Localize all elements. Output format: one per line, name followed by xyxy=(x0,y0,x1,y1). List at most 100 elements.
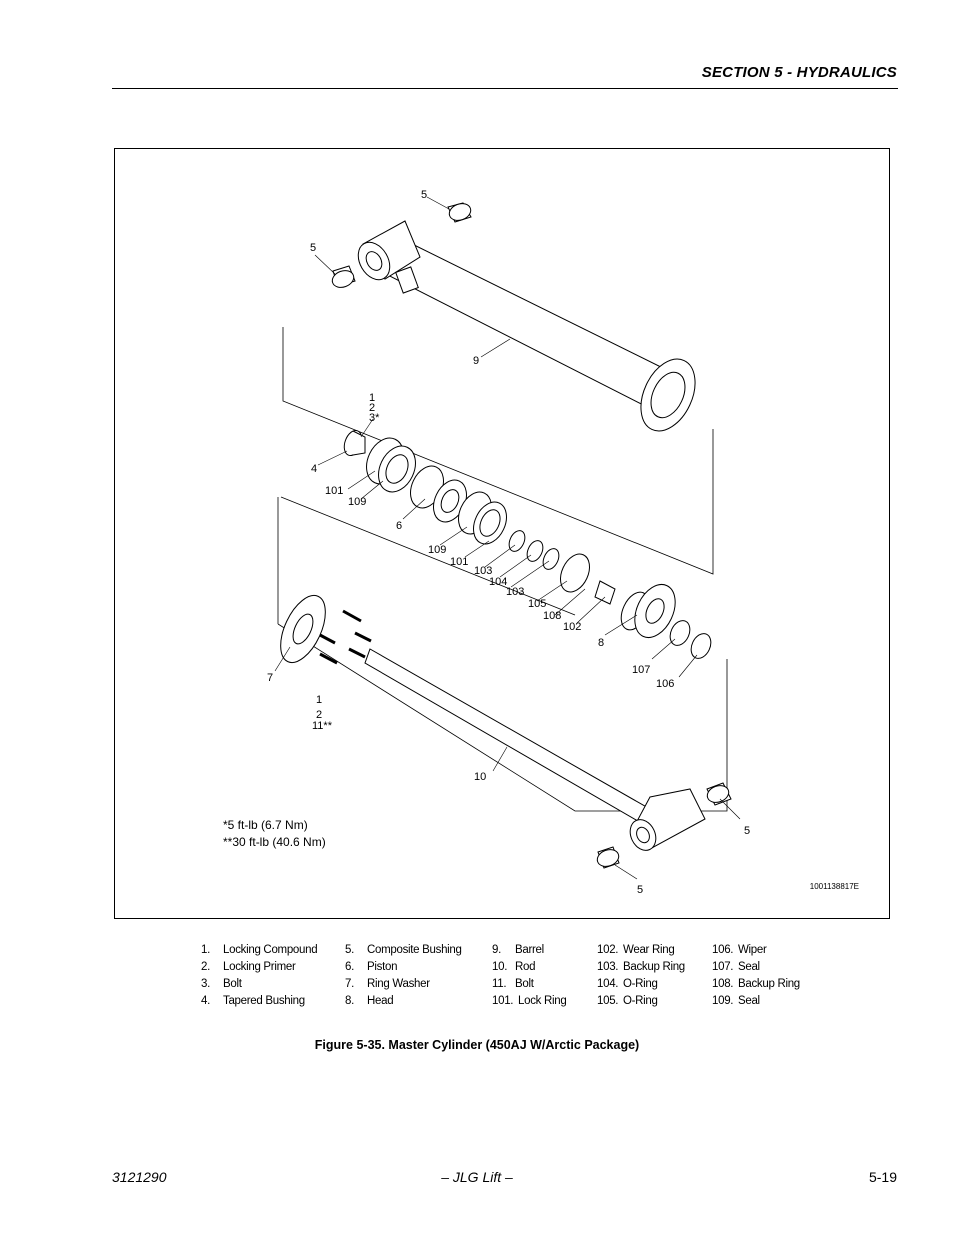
legend-column-5: 106.Wiper 107.Seal 108.Backup Ring 109.S… xyxy=(712,944,800,1012)
callout-1-a: 1 xyxy=(369,392,375,404)
callout-1-b: 1 xyxy=(316,694,322,706)
legend-item: 1.Locking Compound xyxy=(201,944,318,961)
callout-103-b: 103 xyxy=(506,586,524,598)
legend-column-1: 1.Locking Compound 2.Locking Primer 3.Bo… xyxy=(201,944,318,1012)
ring-washer-illustration xyxy=(280,594,326,664)
legend-num: 5. xyxy=(345,944,354,956)
legend-label: Wiper xyxy=(738,944,767,956)
figure-caption: Figure 5-35. Master Cylinder (450AJ W/Ar… xyxy=(314,1038,640,1052)
rod-illustration xyxy=(364,648,706,851)
legend-label: Rod xyxy=(515,961,536,973)
bushing-top-1 xyxy=(447,202,472,223)
legend-label: Bolt xyxy=(515,978,534,990)
legend-item: 4. Tapered Bushing xyxy=(201,995,317,1012)
legend-item: 106. Wiper xyxy=(712,944,800,961)
legend-label: Wear Ring xyxy=(623,944,675,956)
lock-ring-illustration xyxy=(366,437,416,493)
legend-num: 109. xyxy=(712,995,734,1007)
legend-label: Tapered Bushing xyxy=(223,995,305,1007)
callout-106: 106 xyxy=(656,678,674,690)
callout-5-c: 5 xyxy=(744,825,750,837)
legend-item: 7.Ring Washer xyxy=(345,978,462,995)
seal-107-illustration xyxy=(669,620,691,646)
bushing-top-2 xyxy=(331,265,356,288)
legend-num: 8. xyxy=(345,995,354,1007)
callout-2-a: 2 xyxy=(369,402,375,414)
legend-label: O-Ring xyxy=(623,995,658,1007)
legend-label: Backup Ring xyxy=(738,978,800,990)
legend-num: 4. xyxy=(201,995,210,1007)
footer-page-number: 5-19 xyxy=(868,1169,897,1185)
section-title: SECTION 5 - HYDRAULICS xyxy=(701,64,897,81)
callout-5-d: 5 xyxy=(637,884,643,896)
callout-11: 11** xyxy=(312,720,333,732)
legend-item: 9. Barrel xyxy=(492,944,566,961)
o-ring-illustration xyxy=(526,540,544,562)
callout-107: 107 xyxy=(632,664,650,676)
callout-109-b: 109 xyxy=(428,544,446,556)
callout-2-b: 2 xyxy=(316,709,322,721)
bushing-bottom-2 xyxy=(596,846,620,869)
callout-105: 105 xyxy=(528,598,546,610)
footer-brand: – JLG Lift – xyxy=(441,1169,513,1185)
callout-103-a: 103 xyxy=(474,565,492,577)
footer-doc-number: 3121290 xyxy=(112,1169,167,1185)
callout-3: 3* xyxy=(369,412,380,424)
callout-101-a: 101 xyxy=(325,485,343,497)
legend-item: 8. Head xyxy=(345,995,462,1012)
legend-item: 6.Piston xyxy=(345,961,462,978)
legend-num: 3. xyxy=(201,978,210,990)
torque-note-2: **30 ft-lb (40.6 Nm) xyxy=(223,835,326,849)
callout-102: 102 xyxy=(563,621,581,633)
legend-label: Barrel xyxy=(515,944,544,956)
torque-note-1: *5 ft-lb (6.7 Nm) xyxy=(223,818,308,832)
callout-5-a: 5 xyxy=(421,189,427,201)
legend-num: 104. xyxy=(597,978,619,990)
legend-label: Seal xyxy=(738,995,760,1007)
legend-num: 10. xyxy=(492,961,508,973)
legend-item: 105.O-Ring xyxy=(597,995,685,1012)
legend-item: 104. O-Ring xyxy=(597,978,685,995)
legend-num: 101. xyxy=(492,995,514,1007)
wear-ring-illustration xyxy=(594,580,616,605)
legend-num: 102. xyxy=(597,944,619,956)
callout-8: 8 xyxy=(598,637,604,649)
backup-ring-illustration-2 xyxy=(542,548,560,570)
legend-item: 10. Rod xyxy=(492,961,566,978)
figure-frame: 5 5 9 1 2 3* 4 101 109 6 109 101 103 104… xyxy=(114,148,890,919)
callout-109-a: 109 xyxy=(348,496,366,508)
master-cylinder-diagram: 5 5 9 1 2 3* 4 101 109 6 109 101 103 104… xyxy=(267,189,750,896)
legend-item: 2.Locking Primer xyxy=(201,961,317,978)
legend-item: 5. Composite Bushing xyxy=(345,944,462,961)
callout-108: 108 xyxy=(543,610,561,622)
o-ring-105-illustration xyxy=(559,553,591,593)
legend-num: 107. xyxy=(712,961,734,973)
legend-num: 7. xyxy=(345,978,354,990)
legend-num: 11. xyxy=(492,978,507,990)
callout-101-b: 101 xyxy=(450,556,468,568)
legend-label: Locking Compound xyxy=(223,944,318,956)
legend-label: O-Ring xyxy=(623,978,658,990)
legend-item: 101. Lock Ring xyxy=(492,995,567,1012)
legend-num: 103. xyxy=(597,961,619,973)
legend-label: Locking Primer xyxy=(223,961,296,973)
backup-ring-illustration xyxy=(508,530,526,552)
legend-num: 106. xyxy=(712,944,734,956)
legend-item: 102. Wear Ring xyxy=(597,944,685,961)
legend-column-3: 9. Barrel 10. Rod 11. Bolt 101. Lock Ring xyxy=(492,944,567,1012)
legend-label: Head xyxy=(367,995,394,1007)
callout-10: 10 xyxy=(474,771,486,783)
legend-num: 9. xyxy=(492,944,501,956)
legend-item: 3.Bolt xyxy=(201,978,317,995)
bolts-illustration xyxy=(319,609,372,665)
wiper-illustration xyxy=(690,633,712,659)
legend-label: Piston xyxy=(367,961,398,973)
bushing-bottom-1 xyxy=(706,782,732,806)
callout-6: 6 xyxy=(396,520,402,532)
legend-column-4: 102.Wear Ring 103.Backup Ring 104.O-Ring… xyxy=(597,944,685,1012)
barrel-illustration xyxy=(357,220,696,432)
callout-5-b: 5 xyxy=(310,242,316,254)
legend-item: 11. Bolt xyxy=(492,978,566,995)
legend-label: Composite Bushing xyxy=(367,944,462,956)
legend-label: Lock Ring xyxy=(518,995,567,1007)
